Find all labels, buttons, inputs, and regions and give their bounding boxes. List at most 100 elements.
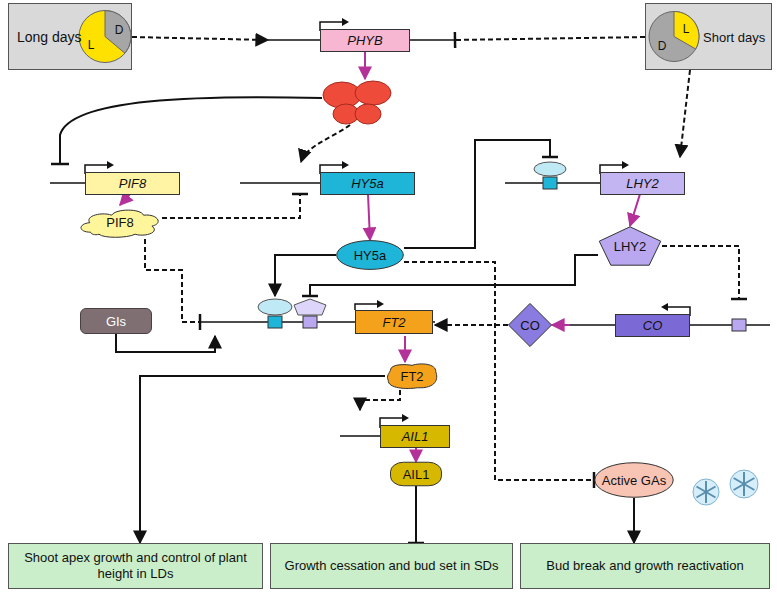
pie-label: D: [658, 39, 667, 53]
connector-line: [435, 324, 508, 326]
box-text: Bud break and growth reactivation: [546, 558, 743, 574]
connector-line: [662, 246, 739, 299]
protein-name: Active GAs: [602, 473, 666, 488]
activation-connector: [116, 334, 215, 352]
inhibition-bar: [542, 156, 558, 159]
expression-arrow: [120, 194, 130, 205]
pie-label: D: [115, 23, 124, 37]
connector-line: [145, 239, 200, 322]
inhibition-bar: [731, 298, 747, 301]
gene-ail1: AIL1: [340, 410, 450, 446]
protein-name: LHY2: [614, 239, 647, 254]
expression-arrow: [416, 446, 417, 462]
protein-ail1: AIL1: [390, 462, 442, 486]
pie-label: L: [683, 22, 690, 36]
inhibition-connector: [455, 32, 645, 48]
hormone-gas: Active GAs: [594, 462, 674, 498]
expression-arrow: [368, 194, 370, 240]
snowflake: [693, 470, 758, 505]
expression-arrow: [630, 194, 640, 226]
inhibition-bar: [292, 193, 308, 196]
expression-arrow: [552, 325, 570, 326]
translation-arrow: [364, 51, 366, 79]
connector-line: [116, 334, 215, 352]
connector-line: [275, 255, 336, 296]
inhibition-bar: [302, 295, 318, 298]
outcome-box: Bud break and growth reactivation: [520, 543, 770, 589]
protein-hy5a: HY5a: [336, 240, 404, 270]
inhibition-connector: [404, 140, 558, 248]
connector-line: [140, 376, 385, 543]
phyb-protein: [323, 81, 391, 124]
protein-name: FT2: [400, 369, 423, 384]
protein-ft2: FT2: [385, 362, 439, 390]
gene-co: CO: [570, 299, 770, 336]
activation-connector: [275, 255, 336, 296]
protein-pif8: PIF8: [78, 205, 162, 239]
inhibition-connector: [408, 486, 424, 543]
gene-name: PHYB: [347, 33, 382, 48]
gene-name: LHY2: [626, 176, 659, 191]
box-text: Shoot apex growth and control of plant h…: [17, 550, 254, 583]
gene-box: CO: [615, 314, 690, 337]
gene-phyb: PHYB: [268, 14, 455, 51]
connector-line: [132, 37, 268, 40]
connector-line: [120, 194, 130, 205]
protein-name: AIL1: [403, 467, 430, 482]
gene-name: AIL1: [402, 429, 429, 444]
protein-lhy2: LHY2: [598, 226, 662, 266]
protein-co: CO: [508, 303, 552, 347]
activation-connector: [132, 37, 268, 40]
connector-line: [368, 194, 370, 240]
gene-box: AIL1: [380, 425, 450, 448]
activation-connector: [634, 498, 635, 543]
connector-line: [404, 336, 406, 362]
box-text: Growth cessation and bud set in SDs: [285, 558, 499, 574]
gene-name: FT2: [382, 315, 405, 330]
activation-connector: [360, 390, 400, 410]
box-text: GIs: [106, 314, 126, 329]
gene-box: LHY2: [600, 172, 685, 195]
connector-line: [455, 37, 645, 40]
photoperiod-box: Long daysL D: [8, 3, 132, 70]
gene-name: CO: [643, 318, 663, 333]
expression-arrow: [405, 336, 406, 362]
outcome-box: Shoot apex growth and control of plant h…: [8, 543, 263, 589]
protein-name: PIF8: [106, 215, 133, 230]
connector-line: [162, 194, 300, 218]
connector-line: [680, 70, 690, 157]
protein-name: HY5a: [354, 248, 387, 263]
gene-box: PIF8: [85, 172, 180, 195]
inhibition-line: [60, 97, 322, 164]
gene-hy5a: HY5a: [240, 157, 415, 194]
inhibition-connector: [162, 194, 308, 218]
gene-name: HY5a: [351, 176, 384, 191]
gene-box: FT2: [355, 310, 433, 334]
gene-box: PHYB: [320, 29, 410, 52]
connector-line: [633, 498, 635, 543]
connector-line: [404, 140, 550, 248]
photoperiod-label: Long days: [17, 29, 82, 45]
outcome-box: Growth cessation and bud set in SDs: [270, 543, 513, 589]
protein-name: CO: [520, 318, 540, 333]
photoperiod-box: Short days L D: [645, 3, 772, 70]
gene-lhy2: LHY2: [505, 157, 685, 194]
activation-connector: [140, 376, 385, 543]
connector-line: [552, 324, 570, 326]
gene-ft2: FT2: [200, 296, 435, 336]
inhibition-connector: [662, 246, 747, 299]
gene-pif8: PIF8: [50, 157, 180, 194]
connector-line: [360, 390, 400, 410]
photoperiod-label: Short days: [703, 29, 765, 44]
connector-line: [415, 446, 417, 462]
pie-label: L: [88, 38, 95, 52]
gene-name: PIF8: [119, 176, 146, 191]
activation-line: [301, 125, 350, 162]
inhibition-bar: [51, 163, 69, 166]
connector-line: [415, 486, 417, 543]
gis-box: GIs: [80, 308, 152, 334]
inhibition-connector: [145, 239, 200, 330]
activation-connector: [680, 70, 690, 157]
